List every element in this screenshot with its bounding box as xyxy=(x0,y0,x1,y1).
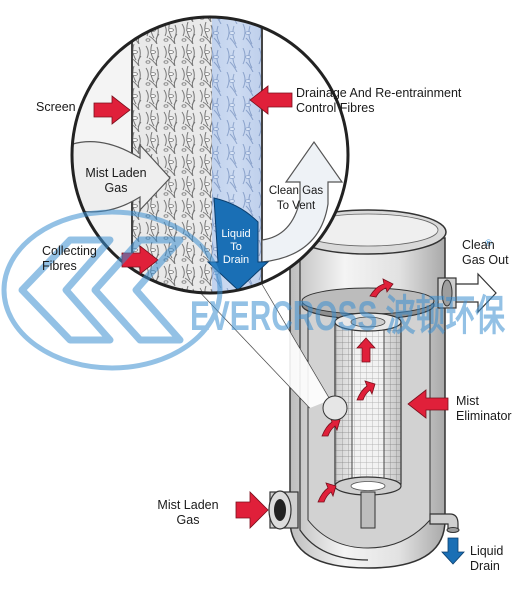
label-clean-gas-out: Clean Gas Out xyxy=(462,238,509,267)
label-clean-gas-to-vent: Clean Gas To Vent xyxy=(268,185,324,212)
drainage-pointer-arrow xyxy=(249,85,293,115)
liquid-to-drain-arrow xyxy=(206,197,270,291)
watermark-logo-icon xyxy=(18,236,184,344)
flow-arrow-lower xyxy=(321,416,341,437)
detail-callout-spot xyxy=(322,395,348,421)
clean-gas-to-vent-arrow xyxy=(261,140,344,263)
gas-inlet-nozzle xyxy=(268,490,299,530)
flow-arrow-core xyxy=(356,337,376,363)
registered-mark: ® xyxy=(484,239,493,249)
liquid-drain-nozzle xyxy=(429,513,460,533)
label-liquid-drain: Liquid Drain xyxy=(470,544,504,573)
flow-arrow-top xyxy=(369,278,394,298)
gas-outlet-nozzle xyxy=(437,277,457,309)
watermark-text: EVERCROSS 波顿环保 xyxy=(190,292,506,339)
screen-pointer-arrow xyxy=(93,95,131,125)
label-collecting-fibres: Collecting Fibres xyxy=(42,244,97,273)
flow-arrow-middle xyxy=(356,380,376,401)
callout-wedge xyxy=(200,278,330,408)
flow-arrow-bottom xyxy=(317,482,337,503)
label-drainage-fibres: Drainage And Re-entrainment Control Fibr… xyxy=(296,86,462,115)
liquid-drain-arrow xyxy=(441,537,465,565)
label-mist-laden-gas-detail: Mist Laden Gas xyxy=(85,166,147,195)
label-mist-eliminator: Mist Eliminator xyxy=(456,394,512,423)
internal-flow-arrows xyxy=(317,278,394,503)
label-mist-laden-gas-inlet: Mist Laden Gas xyxy=(157,498,219,527)
evercross-watermark: EVERCROSS 波顿环保 xyxy=(1,209,506,371)
mist-eliminator-pointer-arrow xyxy=(407,389,449,419)
gas-inlet-arrow xyxy=(235,491,269,529)
clean-gas-out-arrow xyxy=(455,272,497,314)
label-screen: Screen xyxy=(36,100,76,114)
label-liquid-to-drain: Liquid To Drain xyxy=(221,228,251,266)
